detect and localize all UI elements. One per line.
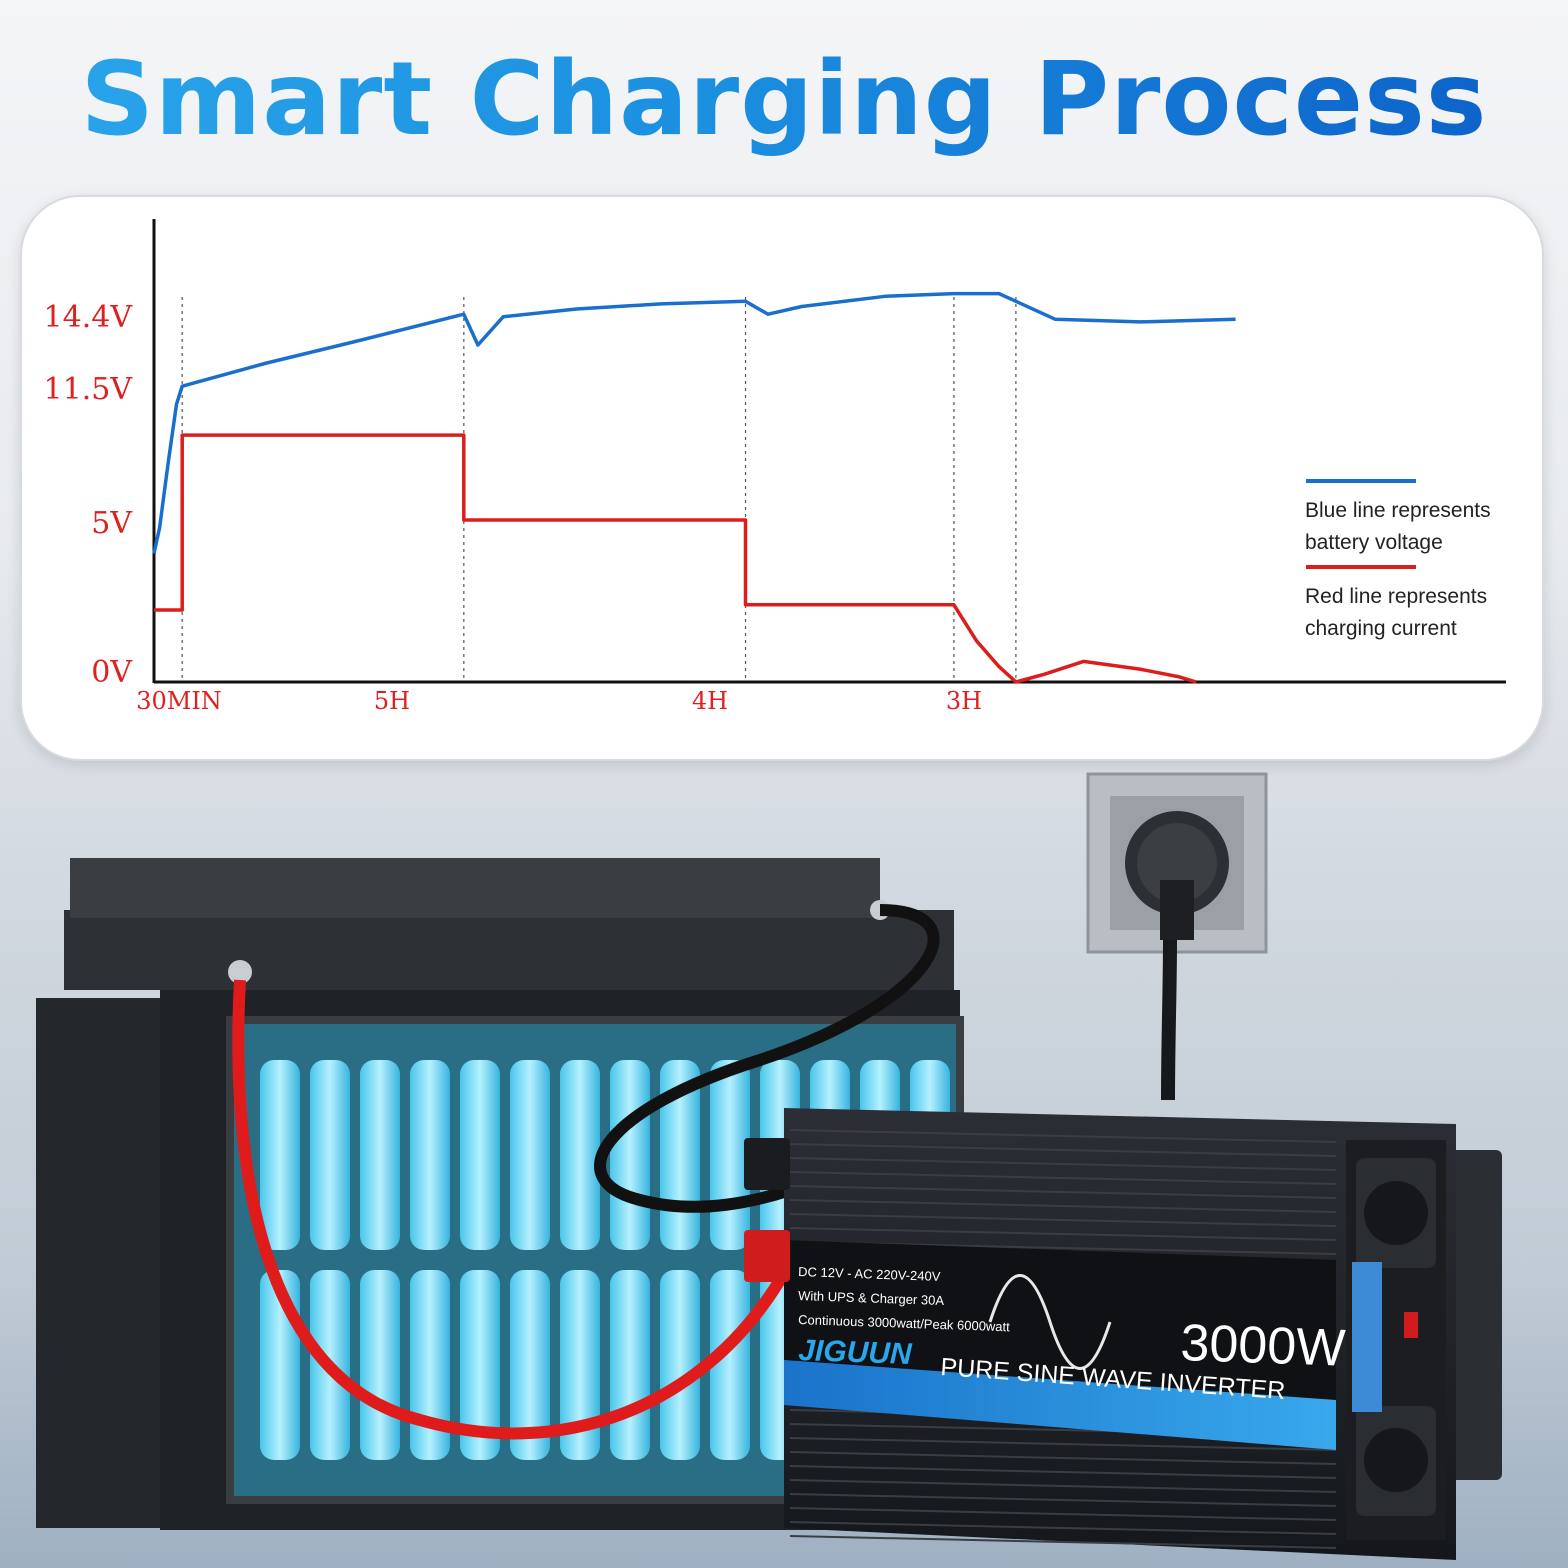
- brand-logo: JIGUUN: [798, 1334, 914, 1371]
- fin-line: [789, 1157, 1337, 1171]
- wall-socket: [1086, 772, 1268, 954]
- battery-cell: [360, 1060, 400, 1250]
- page-title: Smart Charging Process: [0, 40, 1568, 159]
- black-cable: [594, 904, 940, 1213]
- fin-line: [789, 1143, 1337, 1157]
- legend-text: Red line represents: [1305, 585, 1487, 608]
- battery-cell: [410, 1270, 450, 1460]
- chart-panel: 14.4V 11.5V 5V 0V 30MIN 5H 4H 3H Blue line rep…: [20, 195, 1544, 761]
- battery-cell: [460, 1060, 500, 1250]
- battery-cell: [560, 1060, 600, 1250]
- fin-line: [789, 1465, 1337, 1479]
- fin-line: [789, 1171, 1337, 1185]
- fin-line: [789, 1227, 1337, 1241]
- spec-line-3: Continuous 3000watt/Peak 6000watt: [798, 1312, 1011, 1334]
- battery-cell: [260, 1060, 300, 1250]
- battery-cell: [660, 1270, 700, 1460]
- legend-text: battery voltage: [1305, 531, 1443, 554]
- fin-line: [789, 1479, 1337, 1493]
- spec-line-1: DC 12V - AC 220V-240V: [798, 1264, 941, 1284]
- spec-line-2: With UPS & Charger 30A: [798, 1288, 945, 1308]
- inverter: [744, 1108, 1502, 1560]
- battery-cell: [560, 1270, 600, 1460]
- battery-cell: [410, 1060, 450, 1250]
- y-ticks: 14.4V 11.5V 5V 0V: [44, 300, 134, 690]
- power-rating: 3000W: [1180, 1314, 1347, 1378]
- fin-line: [789, 1199, 1337, 1213]
- fin-line: [789, 1437, 1337, 1451]
- fin-line: [789, 1213, 1337, 1227]
- y-tick-label: 14.4V: [44, 300, 134, 335]
- fin-line: [789, 1507, 1337, 1521]
- y-tick-label: 5V: [91, 506, 133, 541]
- battery-cell: [510, 1270, 550, 1460]
- voltage-line: [152, 291, 1236, 554]
- x-tick-label: 4H: [692, 687, 728, 715]
- legend-text: Blue line represents: [1305, 499, 1491, 522]
- fin-line: [789, 1521, 1337, 1535]
- power-cord: [1161, 939, 1177, 1101]
- battery-cell: [610, 1060, 650, 1250]
- battery-cell: [360, 1270, 400, 1460]
- charging-chart: 14.4V 11.5V 5V 0V 30MIN 5H 4H 3H Blue line rep…: [44, 219, 1506, 715]
- product-scene: DC 12V - AC 220V-240V With UPS & Charger…: [36, 772, 1502, 1560]
- current-line: [154, 433, 1197, 684]
- x-tick-label: 5H: [374, 687, 410, 715]
- battery-cell: [460, 1270, 500, 1460]
- series-lines: [152, 291, 1236, 684]
- battery-cell: [310, 1060, 350, 1250]
- fin-line: [789, 1493, 1337, 1507]
- fin-line: [789, 1451, 1337, 1465]
- fin-line: [789, 1129, 1337, 1143]
- battery-cell: [510, 1060, 550, 1250]
- x-tick-label: 3H: [946, 687, 982, 715]
- x-ticks: 30MIN 5H 4H 3H: [136, 687, 982, 715]
- battery-cell: [710, 1270, 750, 1460]
- y-tick-label: 0V: [91, 655, 133, 690]
- sine-wave-icon: [988, 1274, 1112, 1370]
- fin-line: [789, 1535, 1337, 1549]
- red-cable: [232, 979, 786, 1440]
- phase-dividers: [181, 297, 1017, 682]
- y-tick-label: 11.5V: [44, 372, 134, 407]
- x-tick-label: 30MIN: [136, 687, 222, 715]
- legend-text: charging current: [1305, 617, 1457, 640]
- fin-line: [789, 1185, 1337, 1199]
- battery-cell: [610, 1270, 650, 1460]
